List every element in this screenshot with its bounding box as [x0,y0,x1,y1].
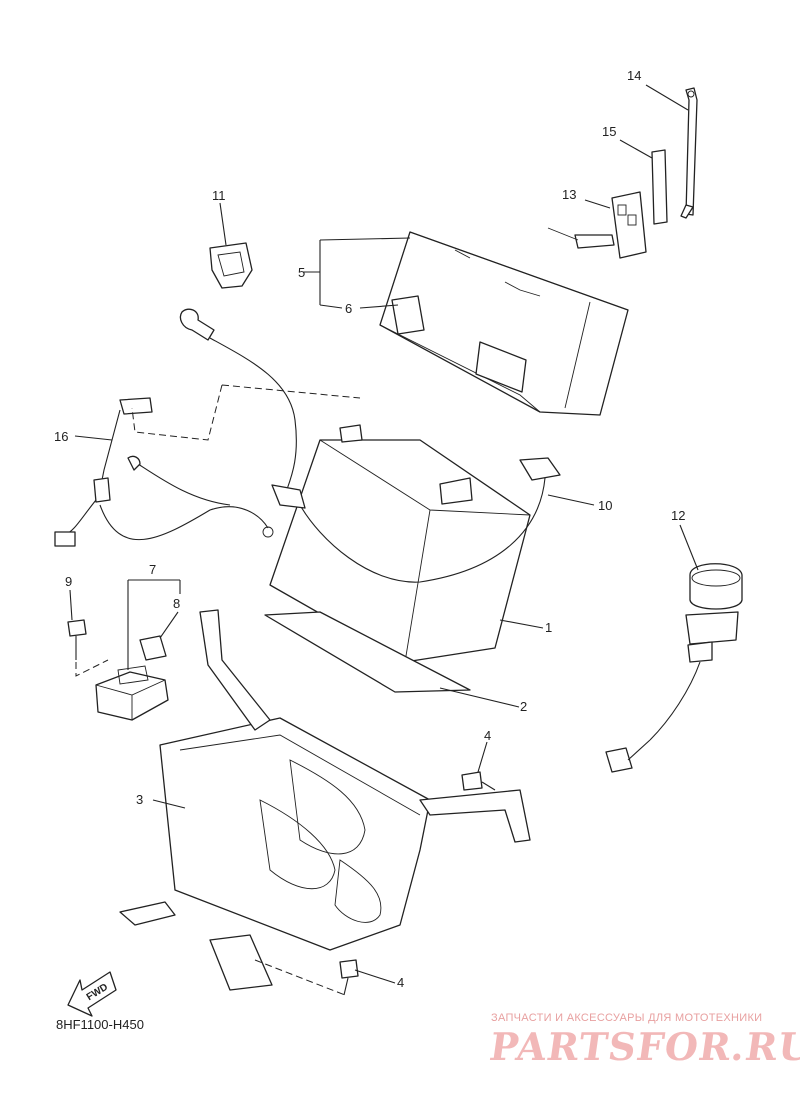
callout-10: 10 [598,498,612,513]
guide-line [75,659,109,677]
callout-11: 11 [212,188,226,203]
callout-15: 15 [602,124,616,139]
part-battery-cover [379,231,629,416]
callout-12: 12 [671,508,685,523]
callout-4b: 4 [397,975,404,990]
callout-4: 4 [484,728,491,743]
callouts: 1 2 3 4 4 5 6 7 8 9 10 11 12 13 14 15 16 [54,68,685,990]
part-cable-tie [680,87,698,219]
part-pad [651,149,668,225]
guide-line [254,959,346,996]
part-relay [95,665,169,721]
watermark-tagline: ЗАПЧАСТИ И АКСЕССУАРЫ ДЛЯ МОТОТЕХНИКИ [491,1012,763,1024]
part-wire-harness [54,397,274,547]
part-battery-mat [264,611,471,693]
part-bolt-9 [67,619,87,660]
callout-3: 3 [136,792,143,807]
part-lead-cable [179,308,306,509]
callout-2: 2 [520,699,527,714]
part-sensor [547,191,647,259]
callout-5: 5 [298,265,305,280]
callout-9: 9 [65,574,72,589]
part-socket [605,563,743,773]
callout-7: 7 [149,562,156,577]
guide-line [131,384,361,441]
callout-8: 8 [173,596,180,611]
part-fuse [139,635,167,661]
part-bolt-4b [339,959,359,996]
fwd-arrow-icon: FWD [67,971,117,1017]
part-battery-cable [299,477,546,583]
callout-6: 6 [345,301,352,316]
diagram-code: 8HF1100-H450 [56,1017,144,1032]
part-battery-box [119,609,531,991]
callout-13: 13 [562,187,576,202]
part-bolt-4 [461,771,496,791]
callout-16: 16 [54,429,68,444]
part-clip [209,242,253,289]
callout-1: 1 [545,620,552,635]
callout-14: 14 [627,68,641,83]
watermark-logo: PARTSFOR.RU [486,1024,800,1069]
